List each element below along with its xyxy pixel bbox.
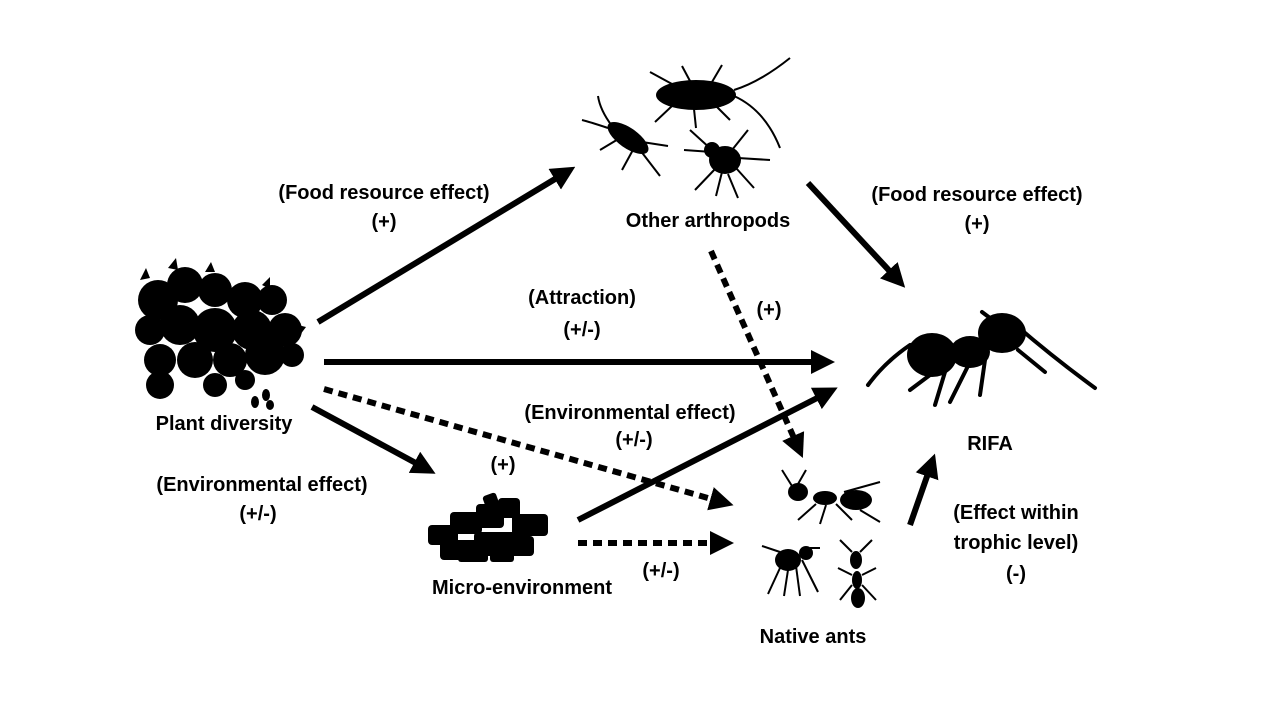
node-label-native: Native ants (760, 626, 867, 648)
edge-label-native-rifa-effect-2: trophic level) (954, 532, 1078, 554)
edge-label-plant-micro-effect: (Environmental effect) (156, 474, 367, 496)
node-label-rifa: RIFA (967, 433, 1013, 455)
node-label-arthropods: Other arthropods (626, 210, 790, 232)
arrow-plant-to-arthropods (316, 166, 576, 325)
rifa-ant-icon (866, 310, 1097, 407)
edge-label-plant-arthropods-sign: (+) (372, 211, 397, 233)
arrow-arthropods-to-native-dashed (708, 249, 805, 458)
cricket-icon (581, 95, 669, 177)
arrow-arthropods-to-rifa (805, 180, 906, 288)
arrow-plant-to-native-dashed (323, 386, 734, 511)
native-ant-icon-3 (837, 539, 877, 608)
arrow-native-to-rifa (907, 453, 939, 526)
edge-label-micro-rifa-sign: (+/-) (615, 429, 652, 451)
edge-label-arthropods-native-sign: (+) (757, 299, 782, 321)
edge-label-micro-rifa-effect: (Environmental effect) (524, 402, 735, 424)
node-label-plant: Plant diversity (156, 413, 294, 435)
spider-icon (683, 129, 771, 199)
arrow-plant-to-micro (310, 404, 436, 474)
edge-label-plant-rifa-effect: (Attraction) (528, 287, 636, 309)
edge-label-plant-native-sign: (+) (491, 454, 516, 476)
edge-label-native-rifa-sign: (-) (1006, 563, 1026, 585)
edge-label-native-rifa-effect-1: (Effect within (953, 502, 1079, 524)
edge-label-arthropods-rifa-sign: (+) (965, 213, 990, 235)
edge-label-arthropods-rifa-effect: (Food resource effect) (871, 184, 1082, 206)
plant-silhouette-icon (135, 258, 306, 410)
arrow-micro-to-rifa (576, 387, 838, 523)
micro-environment-blocks-icon (428, 492, 548, 562)
native-ant-icon-1 (781, 469, 881, 525)
edge-label-plant-rifa-sign: (+/-) (563, 319, 600, 341)
node-label-micro: Micro-environment (432, 577, 612, 599)
edge-label-plant-arthropods-effect: (Food resource effect) (278, 182, 489, 204)
edge-label-micro-native-sign: (+/-) (642, 560, 679, 582)
native-ant-icon-2 (761, 545, 820, 597)
cockroach-icon (649, 57, 791, 149)
edge-label-plant-micro-sign: (+/-) (239, 503, 276, 525)
